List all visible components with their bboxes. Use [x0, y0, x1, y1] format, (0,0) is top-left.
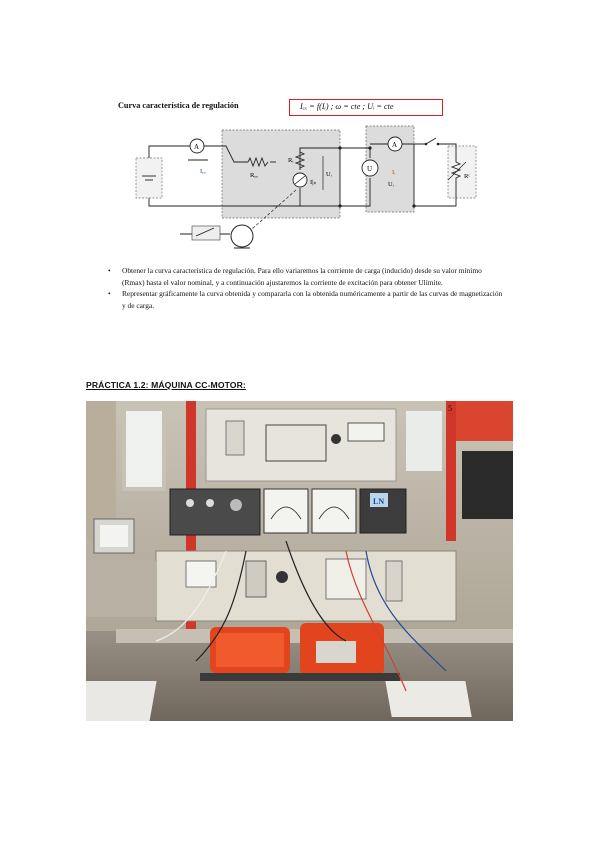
circuit-diagram: A Iₑₓ Rₑₓ Rᵢ I|ₚ Uᵢ U A Iᵢ Uᵢ Rᶜ	[135, 125, 477, 249]
load-box	[447, 145, 477, 199]
label-ii: Iᵢ	[392, 169, 396, 176]
resistor-rc	[450, 158, 462, 188]
label-ib: I|ₚ	[310, 179, 316, 186]
formula-box	[289, 99, 443, 116]
section-title: Curva característica de regulación	[118, 101, 239, 110]
dc-source-box	[135, 157, 163, 199]
voltmeter	[361, 159, 379, 177]
lab-photo-illustration: 5 LN	[86, 401, 513, 721]
formula-text: Iₑₓ = f(Iᵢ) ; ω = cte ; Uᵢ = cte	[300, 102, 394, 111]
svg-text:A: A	[392, 141, 397, 149]
monitor	[462, 451, 513, 519]
motor-switch-box	[191, 225, 221, 241]
label-ui: Uᵢ	[326, 171, 333, 178]
list-item: •Obtener la curva característica de regu…	[108, 266, 482, 287]
resistor-ri	[294, 148, 306, 170]
label-ui-2: Uᵢ	[388, 181, 395, 188]
ammeter-field	[189, 138, 205, 154]
instrument-panel-left	[169, 488, 261, 536]
list-item: •Representar gráficamente la curva obten…	[108, 289, 503, 310]
label-ri: Rᵢ	[288, 157, 294, 164]
label-rc: Rᶜ	[464, 173, 470, 180]
drive-motor	[230, 224, 254, 248]
instructions-list: •Obtener la curva característica de regu…	[108, 265, 504, 311]
load-switch	[425, 137, 437, 145]
panel-number: 5	[448, 404, 452, 413]
label-iex: Iₑₓ	[200, 168, 206, 175]
practice-heading: PRÁCTICA 1.2: MÁQUINA CC-MOTOR:	[86, 380, 246, 390]
shaded-armature-region	[221, 129, 341, 219]
resistor-rex	[247, 156, 269, 168]
svg-text:A: A	[194, 143, 199, 151]
panel-logo: LN	[373, 497, 384, 506]
lab-photo: 5 LN	[86, 401, 513, 721]
ammeter-load	[387, 136, 403, 152]
label-rex: Rₑₓ	[250, 172, 258, 179]
svg-text:U: U	[367, 165, 372, 173]
